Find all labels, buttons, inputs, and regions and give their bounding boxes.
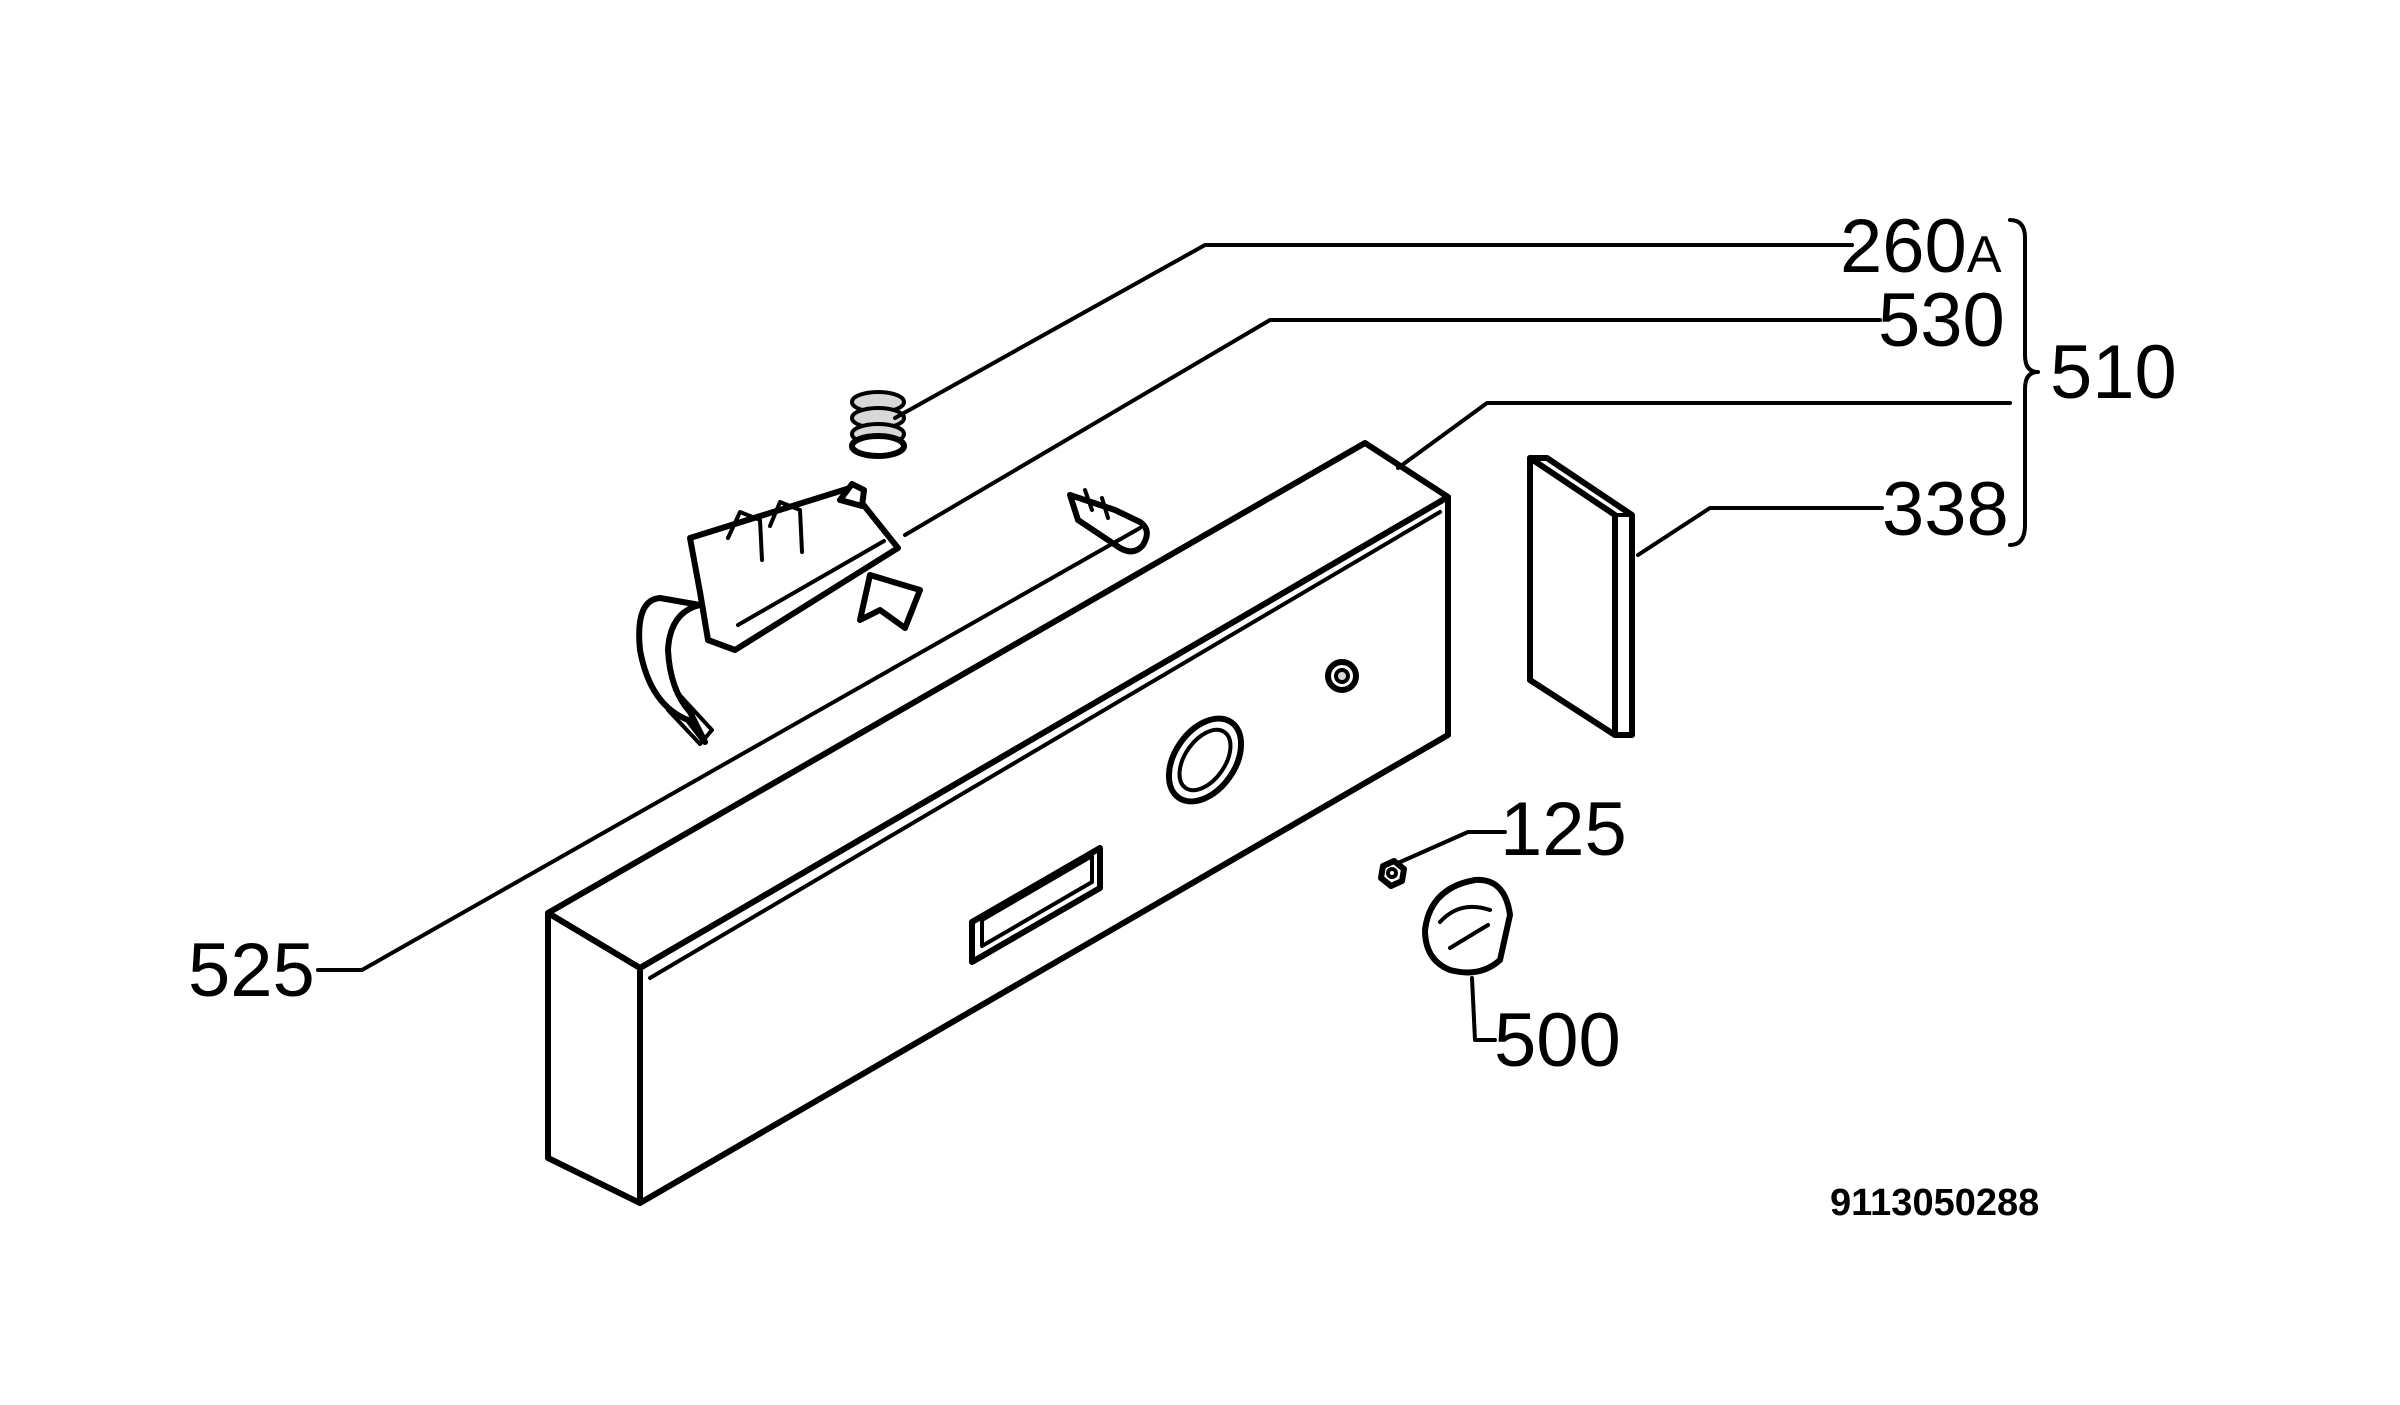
label-260a: 260A bbox=[1840, 204, 2002, 289]
knob-opening bbox=[1165, 715, 1245, 805]
leader-lines bbox=[316, 243, 2012, 1042]
nut-part bbox=[1378, 858, 1407, 889]
decor-panel-part bbox=[1527, 455, 1635, 738]
label-500: 500 bbox=[1494, 998, 1621, 1083]
label-125: 125 bbox=[1500, 787, 1627, 872]
document-number: 9113050288 bbox=[1830, 1182, 2039, 1224]
switch-bracket-part bbox=[636, 481, 923, 746]
label-530: 530 bbox=[1878, 278, 2005, 363]
label-525: 525 bbox=[188, 928, 315, 1013]
spring-part bbox=[849, 390, 907, 459]
control-panel-part bbox=[545, 440, 1451, 1206]
knob-part bbox=[1422, 876, 1513, 976]
label-338: 338 bbox=[1882, 467, 2009, 552]
label-510: 510 bbox=[2050, 330, 2177, 415]
group-bracket-510 bbox=[2008, 218, 2040, 547]
indicator-lamp-part bbox=[1067, 488, 1150, 555]
